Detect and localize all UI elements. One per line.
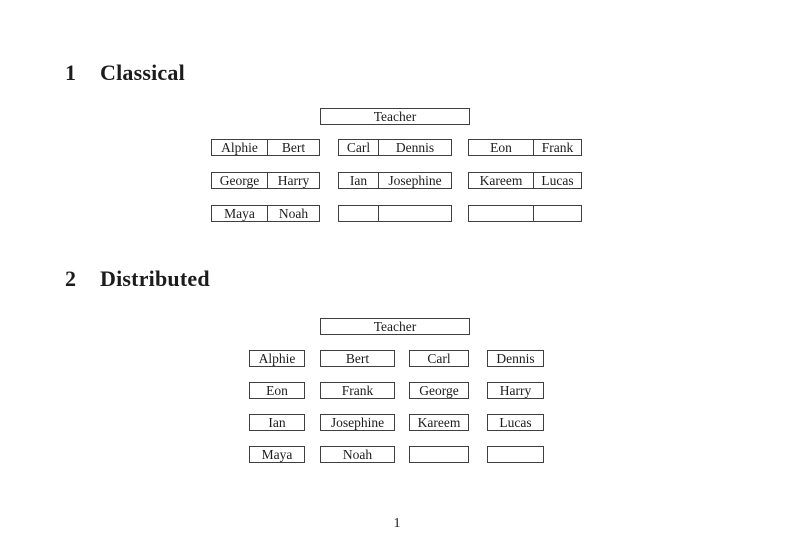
seat-alphie: Alphie (249, 350, 305, 367)
seat-lucas: Lucas (487, 414, 544, 431)
classical-desk-r3-c1: Maya Noah (211, 205, 320, 222)
seat-lucas: Lucas (533, 173, 581, 188)
classical-desk-r3-c3 (468, 205, 582, 222)
classical-desk-r1-c2: Carl Dennis (338, 139, 452, 156)
seat-dennis: Dennis (378, 140, 451, 155)
seat-josephine: Josephine (320, 414, 395, 431)
seat-ian: Ian (249, 414, 305, 431)
classical-desk-r1-c1: Alphie Bert (211, 139, 320, 156)
seat-ian: Ian (349, 173, 368, 188)
seat-empty (339, 206, 378, 221)
seat-kareem: Kareem (409, 414, 469, 431)
seat-empty (487, 446, 544, 463)
classical-desk-r3-c2 (338, 205, 452, 222)
section-heading-distributed: 2 Distributed (65, 267, 210, 291)
classical-desk-r1-c3: Eon Frank (468, 139, 582, 156)
classical-desk-r2-c1: George Harry (211, 172, 320, 189)
seat-maya: Maya (224, 206, 255, 221)
seat-noah: Noah (267, 206, 319, 221)
section-title-classical: Classical (100, 60, 185, 85)
section-heading-classical: 1 Classical (65, 61, 185, 85)
seat-harry: Harry (267, 173, 319, 188)
section-number-classical: 1 (65, 60, 77, 85)
classical-desk-r2-c3: Kareem Lucas (468, 172, 582, 189)
seat-empty (409, 446, 469, 463)
seat-bert: Bert (267, 140, 319, 155)
page-number: 1 (393, 516, 401, 531)
seat-harry: Harry (487, 382, 544, 399)
seat-frank: Frank (533, 140, 581, 155)
seat-empty (533, 206, 581, 221)
seat-eon: Eon (249, 382, 305, 399)
seat-george: George (219, 173, 260, 188)
section-title-distributed: Distributed (100, 266, 210, 291)
seat-eon: Eon (490, 140, 512, 155)
seat-noah: Noah (320, 446, 395, 463)
seat-josephine: Josephine (378, 173, 451, 188)
seat-kareem: Kareem (479, 173, 523, 188)
teacher-box-classical: Teacher (320, 108, 470, 125)
seat-george: George (409, 382, 469, 399)
seat-frank: Frank (320, 382, 395, 399)
seat-empty (469, 206, 533, 221)
seat-alphie: Alphie (221, 140, 258, 155)
teacher-label-classical: Teacher (373, 109, 417, 124)
seat-carl: Carl (409, 350, 469, 367)
seat-empty (378, 206, 451, 221)
teacher-label-distributed: Teacher (373, 319, 417, 334)
seat-maya: Maya (249, 446, 305, 463)
seat-carl: Carl (346, 140, 371, 155)
seat-bert: Bert (320, 350, 395, 367)
classical-desk-r2-c2: Ian Josephine (338, 172, 452, 189)
teacher-box-distributed: Teacher (320, 318, 470, 335)
seat-dennis: Dennis (487, 350, 544, 367)
section-number-distributed: 2 (65, 266, 77, 291)
